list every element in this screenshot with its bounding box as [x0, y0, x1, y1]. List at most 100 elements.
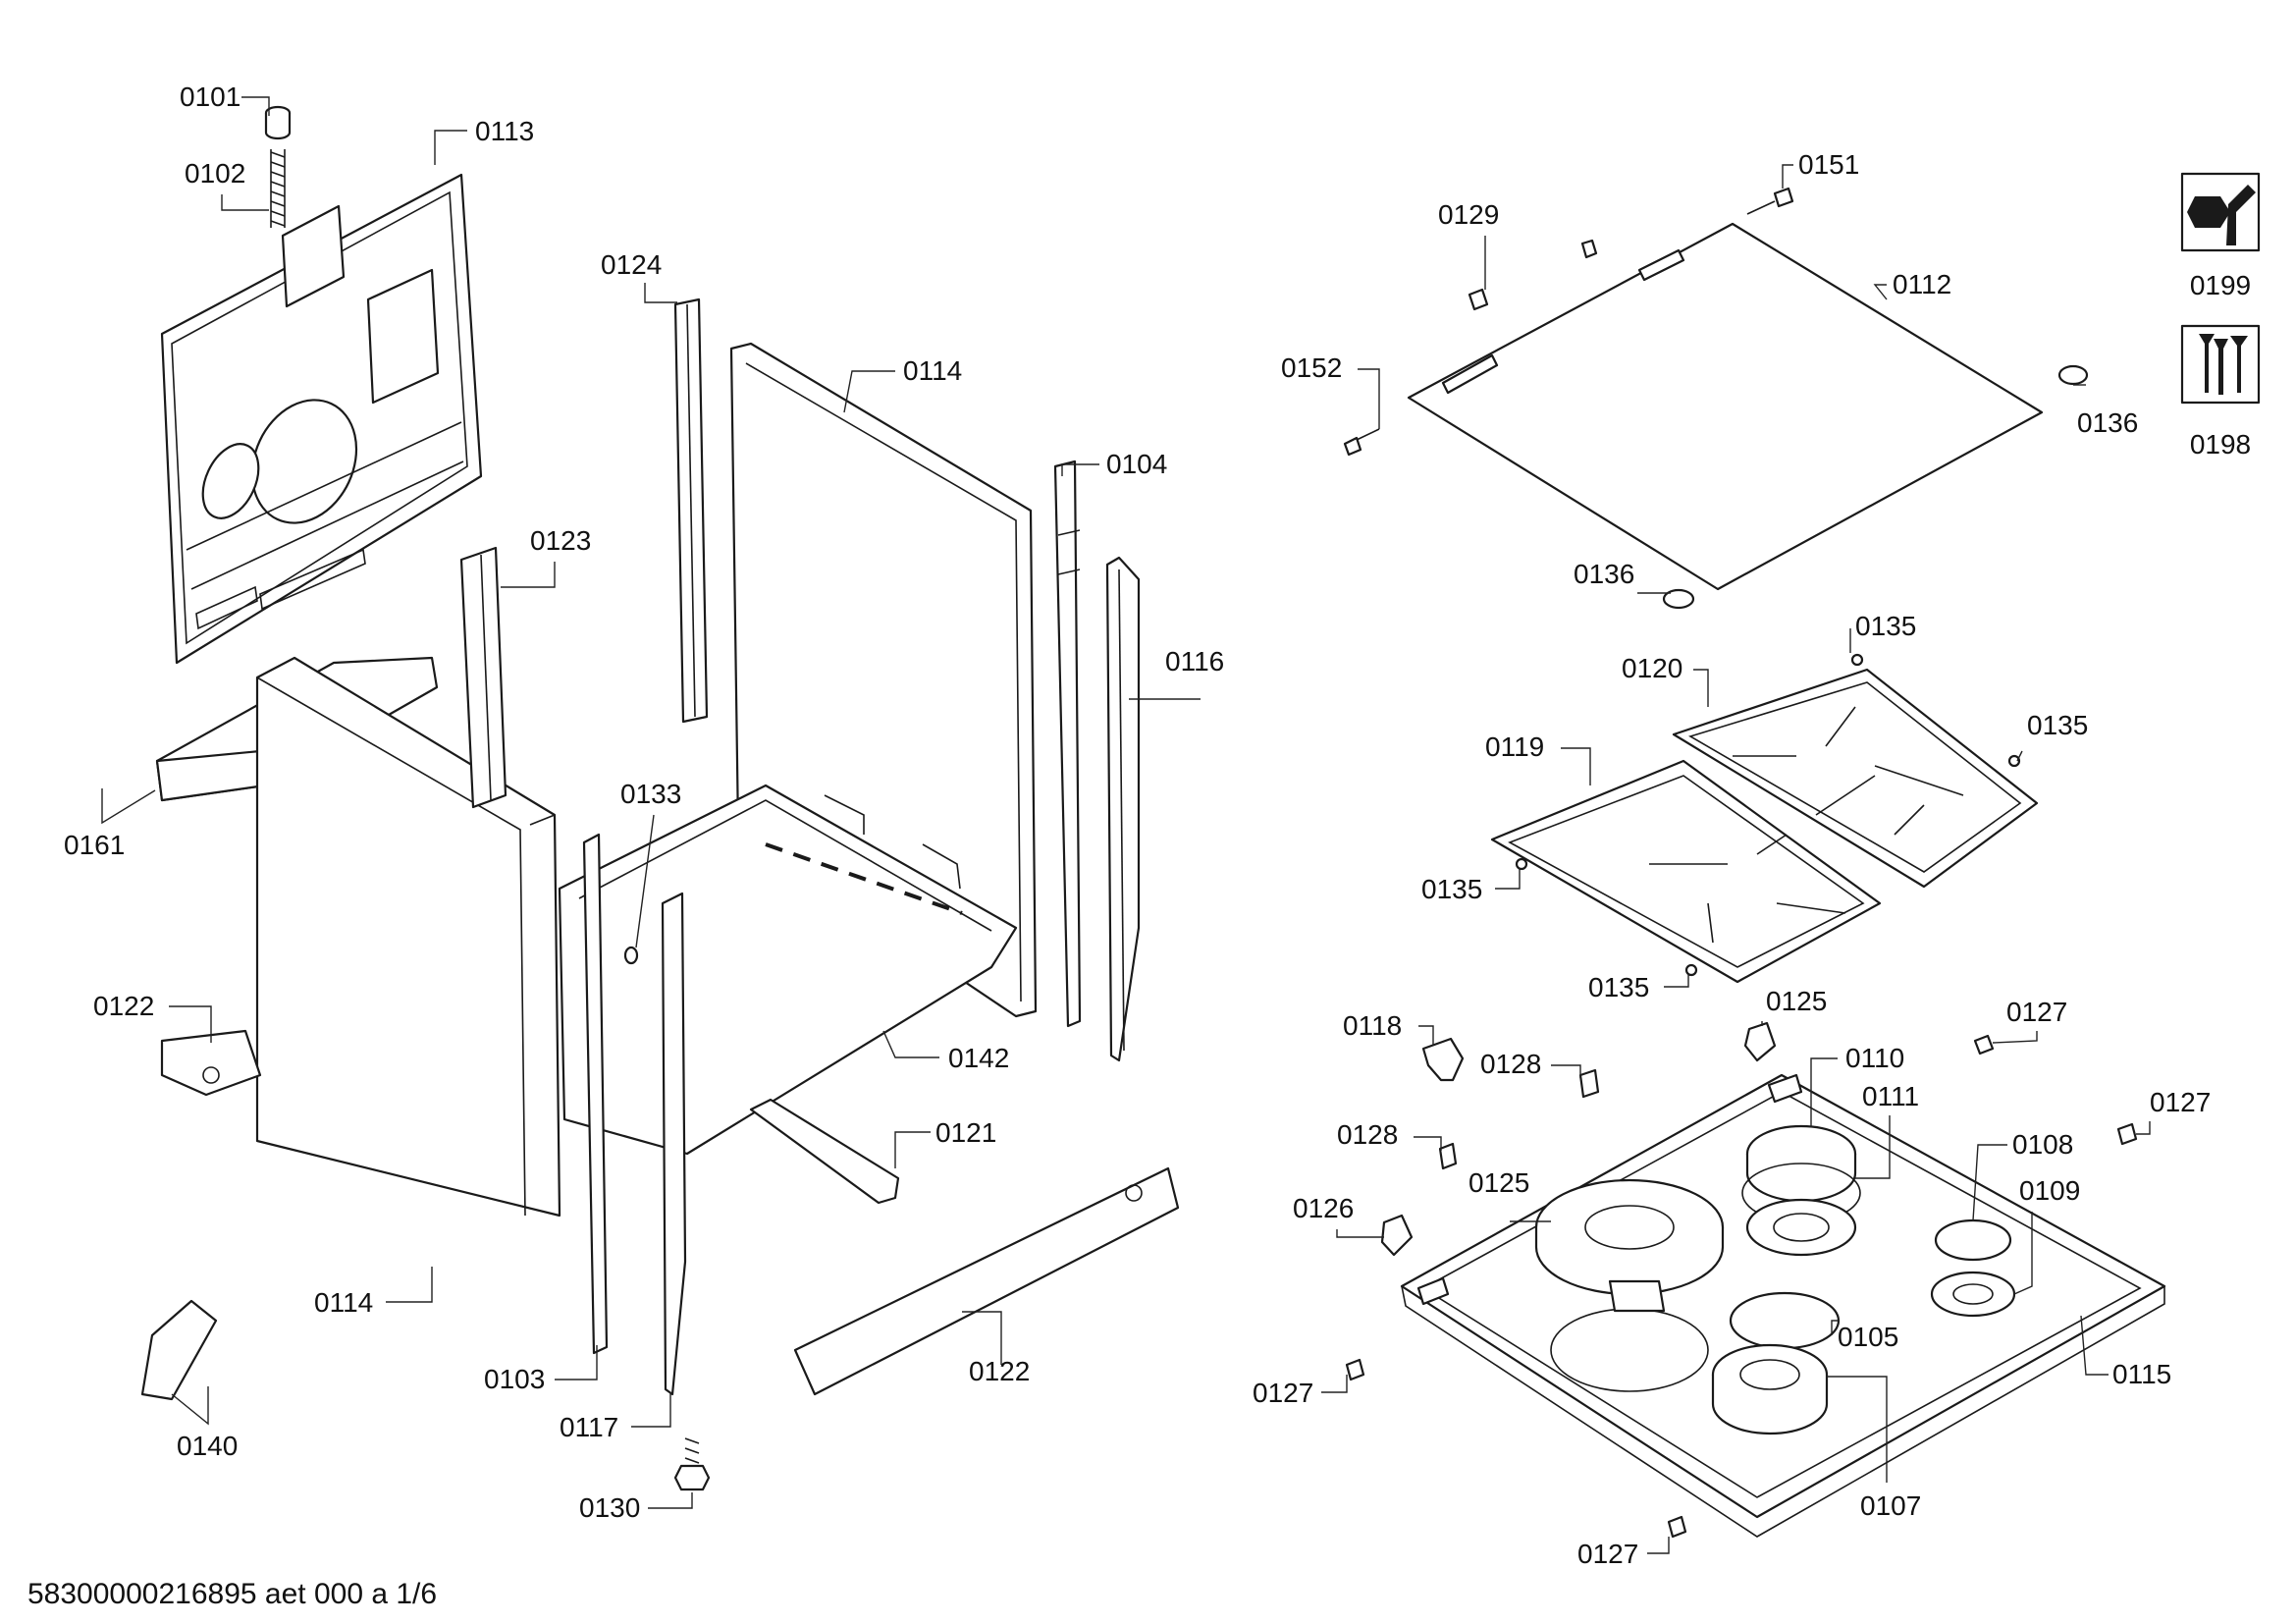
callout-label: 0122: [969, 1356, 1030, 1386]
leader-line: [1827, 1376, 1888, 1483]
callout-label: 0115: [2112, 1359, 2171, 1389]
part-pan-support-right: [1672, 668, 2039, 889]
leader-line: [1873, 284, 1888, 300]
leader-line: [962, 1311, 1002, 1365]
part-buffer-0129: [1468, 239, 1598, 311]
leader-line: [1358, 368, 1380, 429]
part-spring: [270, 149, 286, 228]
part-clip-0127-b: [2116, 1122, 2138, 1146]
part-clip-0128-b: [1438, 1142, 1458, 1170]
leader-line: [1414, 1136, 1442, 1151]
callout-label: 0104: [1106, 449, 1167, 479]
callout-label: 0110: [1845, 1043, 1904, 1073]
part-rail-0123: [459, 546, 507, 809]
callout-label: 0124: [601, 249, 662, 280]
leader-line: [894, 1131, 931, 1168]
leader-line: [1418, 1025, 1434, 1046]
callout-label: 0121: [935, 1117, 996, 1148]
leader-line: [635, 814, 655, 948]
leader-line: [843, 370, 895, 413]
leader-line: [1831, 1320, 1839, 1335]
part-side-panel-left: [255, 656, 561, 1218]
callout-label: 0122: [93, 991, 154, 1021]
callout-label: 0130: [579, 1492, 640, 1523]
callout-label: 0120: [1622, 653, 1682, 683]
part-screw-0135-d: [1684, 963, 1698, 977]
leader-line: [1561, 747, 1591, 785]
leader-line: [171, 1386, 209, 1426]
callout-label: 0129: [1438, 199, 1499, 230]
part-clip-0126: [1380, 1214, 1414, 1257]
callout-label: 0161: [64, 830, 125, 860]
leader-line: [882, 1030, 939, 1058]
part-slide-rail: [749, 1098, 900, 1205]
part-clip-0127-a: [1973, 1034, 1995, 1056]
callout-label: 0117: [560, 1412, 618, 1442]
callout-label: 0127: [1577, 1539, 1638, 1569]
callout-label: 0128: [1337, 1119, 1398, 1150]
part-bumper-0136-right: [2057, 364, 2089, 386]
callout-label: 0135: [1588, 972, 1649, 1002]
callout-label: 0108: [2012, 1129, 2073, 1160]
leader-line: [1061, 463, 1099, 476]
leader-line: [2013, 1212, 2033, 1295]
leader-line: [1992, 1031, 2038, 1044]
part-front-strip: [661, 892, 687, 1396]
callout-label: 0128: [1480, 1049, 1541, 1079]
tool-icon-label: 0199: [2190, 270, 2251, 300]
leader-line: [555, 1345, 598, 1380]
part-screw-0135-a: [1850, 653, 1864, 667]
part-rail-0124: [673, 298, 709, 724]
callout-label: 0102: [185, 158, 245, 189]
part-clip-0127-c: [1345, 1358, 1365, 1381]
part-pan-support-left: [1490, 759, 1882, 984]
part-bracket-lower: [793, 1166, 1180, 1396]
callout-label: 0135: [1855, 611, 1916, 641]
callout-label: 0103: [484, 1364, 545, 1394]
callout-label: 0119: [1485, 731, 1544, 762]
callout-label: 0127: [2150, 1087, 2211, 1117]
callout-label: 0125: [1468, 1167, 1529, 1198]
part-side-strip: [1105, 556, 1141, 1062]
leader-line: [1321, 1375, 1348, 1393]
screws-icon-label: 0198: [2190, 429, 2251, 460]
callout-label: 0142: [948, 1043, 1009, 1073]
part-cover-plate: [1729, 1291, 1841, 1350]
tool-icon: [2180, 172, 2261, 252]
part-glass-lid: [1407, 222, 2044, 591]
leader-line: [2136, 1121, 2151, 1135]
callout-label: 0140: [177, 1431, 238, 1461]
part-clip-0128-a: [1578, 1068, 1600, 1099]
leader-line: [1647, 1537, 1670, 1554]
leader-line: [1495, 869, 1521, 890]
part-rail-0103: [582, 833, 609, 1355]
leader-line: [1810, 1057, 1838, 1127]
callout-label: 0126: [1293, 1193, 1354, 1223]
leader-line: [1972, 1144, 2007, 1221]
leader-line: [2016, 750, 2023, 762]
callout-label: 0114: [903, 355, 962, 386]
callout-label: 0113: [475, 116, 534, 146]
callout-label: 0112: [1893, 269, 1951, 299]
callout-label: 0135: [1421, 874, 1482, 904]
part-burner-front: [1711, 1343, 1829, 1435]
part-screw-0135-b: [2007, 754, 2021, 768]
leader-line: [241, 96, 270, 116]
leader-line: [1551, 1064, 1581, 1078]
callout-label: 0111: [1862, 1081, 1919, 1111]
leader-line: [169, 1005, 212, 1043]
leader-line: [386, 1267, 433, 1303]
part-screw-0152: [1343, 428, 1380, 457]
part-foot-bracket: [140, 1299, 218, 1401]
callout-label: 0109: [2019, 1175, 2080, 1206]
part-bumper-0136-lower: [1662, 588, 1695, 610]
part-bracket-left: [160, 1029, 262, 1097]
leader-lines: [101, 96, 2151, 1554]
part-burner-large: [1741, 1124, 1861, 1257]
part-screw-0151: [1746, 187, 1794, 215]
leader-line: [501, 562, 556, 588]
screws-icon: [2180, 324, 2261, 405]
leader-line: [1664, 974, 1689, 988]
leader-line: [2080, 1315, 2109, 1376]
